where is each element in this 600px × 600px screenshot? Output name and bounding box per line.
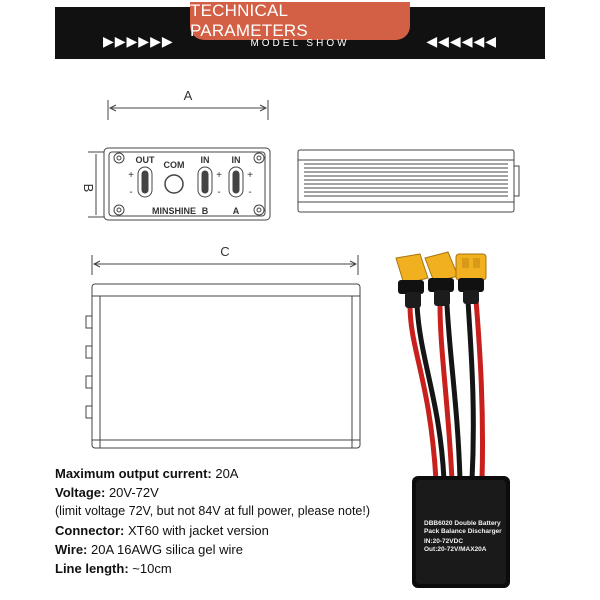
brand-label: MINSHINE: [152, 206, 196, 216]
product-photo: [395, 251, 510, 588]
spec-current-key: Maximum output current:: [55, 466, 212, 481]
dimension-b-label: B: [81, 184, 96, 193]
spec-connector-key: Connector:: [55, 523, 125, 538]
discharger-module: [412, 476, 510, 588]
b-plus-sign: +: [216, 170, 222, 181]
spec-voltage-key: Voltage:: [55, 485, 106, 500]
left-arrows-icon: ◀◀◀◀◀◀: [426, 34, 497, 50]
top-view-drawing: [85, 283, 361, 449]
spec-voltage-value: 20V-72V: [105, 485, 159, 500]
spec-length: Line length: ~10cm: [55, 559, 415, 578]
port-a-label: A: [233, 206, 240, 216]
out-plus-sign: +: [128, 170, 134, 181]
port-out-label: OUT: [136, 155, 156, 165]
spec-current-value: 20A: [211, 466, 239, 481]
dimension-c-label: C: [220, 244, 229, 259]
cables: [407, 297, 486, 483]
page-title: TECHNICAL PARAMETERS: [190, 1, 410, 40]
dimension-c: [91, 255, 359, 275]
dimension-a: [107, 100, 269, 120]
module-label-line3: IN:20-72VDC: [424, 538, 463, 545]
front-panel-drawing: [103, 147, 271, 221]
xt60-connector-right: [455, 253, 487, 304]
spec-length-value: ~10cm: [128, 561, 172, 576]
dimension-a-label: A: [184, 88, 193, 103]
spec-connector-value: XT60 with jacket version: [124, 523, 269, 538]
port-b-label: B: [202, 206, 209, 216]
spec-voltage-note: (limit voltage 72V, but not 84V at full …: [55, 504, 371, 518]
spec-list: Maximum output current: 20A Voltage: 20V…: [55, 464, 415, 578]
out-minus-sign: -: [129, 187, 132, 198]
dimension-b: [88, 151, 104, 218]
xt60-connector-middle: [424, 251, 459, 306]
b-minus-sign: -: [217, 187, 220, 198]
module-label-line4: Out:20-72V/MAX20A: [424, 546, 487, 553]
module-label-line1: DBB6020 Double Battery: [424, 520, 501, 527]
spec-length-key: Line length:: [55, 561, 129, 576]
spec-wire-value: 20A 16AWG silica gel wire: [87, 542, 243, 557]
a-minus-sign: -: [248, 187, 251, 198]
spec-connector: Connector: XT60 with jacket version: [55, 521, 415, 540]
module-label-line2: Pack Balance Discharger: [424, 528, 502, 535]
spec-current: Maximum output current: 20A: [55, 464, 415, 483]
right-arrows-icon: ▶▶▶▶▶▶: [103, 34, 174, 50]
port-in-a-label: IN: [232, 155, 241, 165]
side-view-drawing: [297, 149, 520, 213]
port-in-b-label: IN: [201, 155, 210, 165]
a-plus-sign: +: [247, 170, 253, 181]
spec-voltage: Voltage: 20V-72V: [55, 483, 415, 502]
xt60-connector-left: [395, 253, 429, 308]
spec-wire-key: Wire:: [55, 542, 88, 557]
port-com-label: COM: [164, 160, 185, 170]
page-subtitle: MODEL SHOW: [250, 38, 350, 49]
spec-wire: Wire: 20A 16AWG silica gel wire: [55, 540, 415, 559]
